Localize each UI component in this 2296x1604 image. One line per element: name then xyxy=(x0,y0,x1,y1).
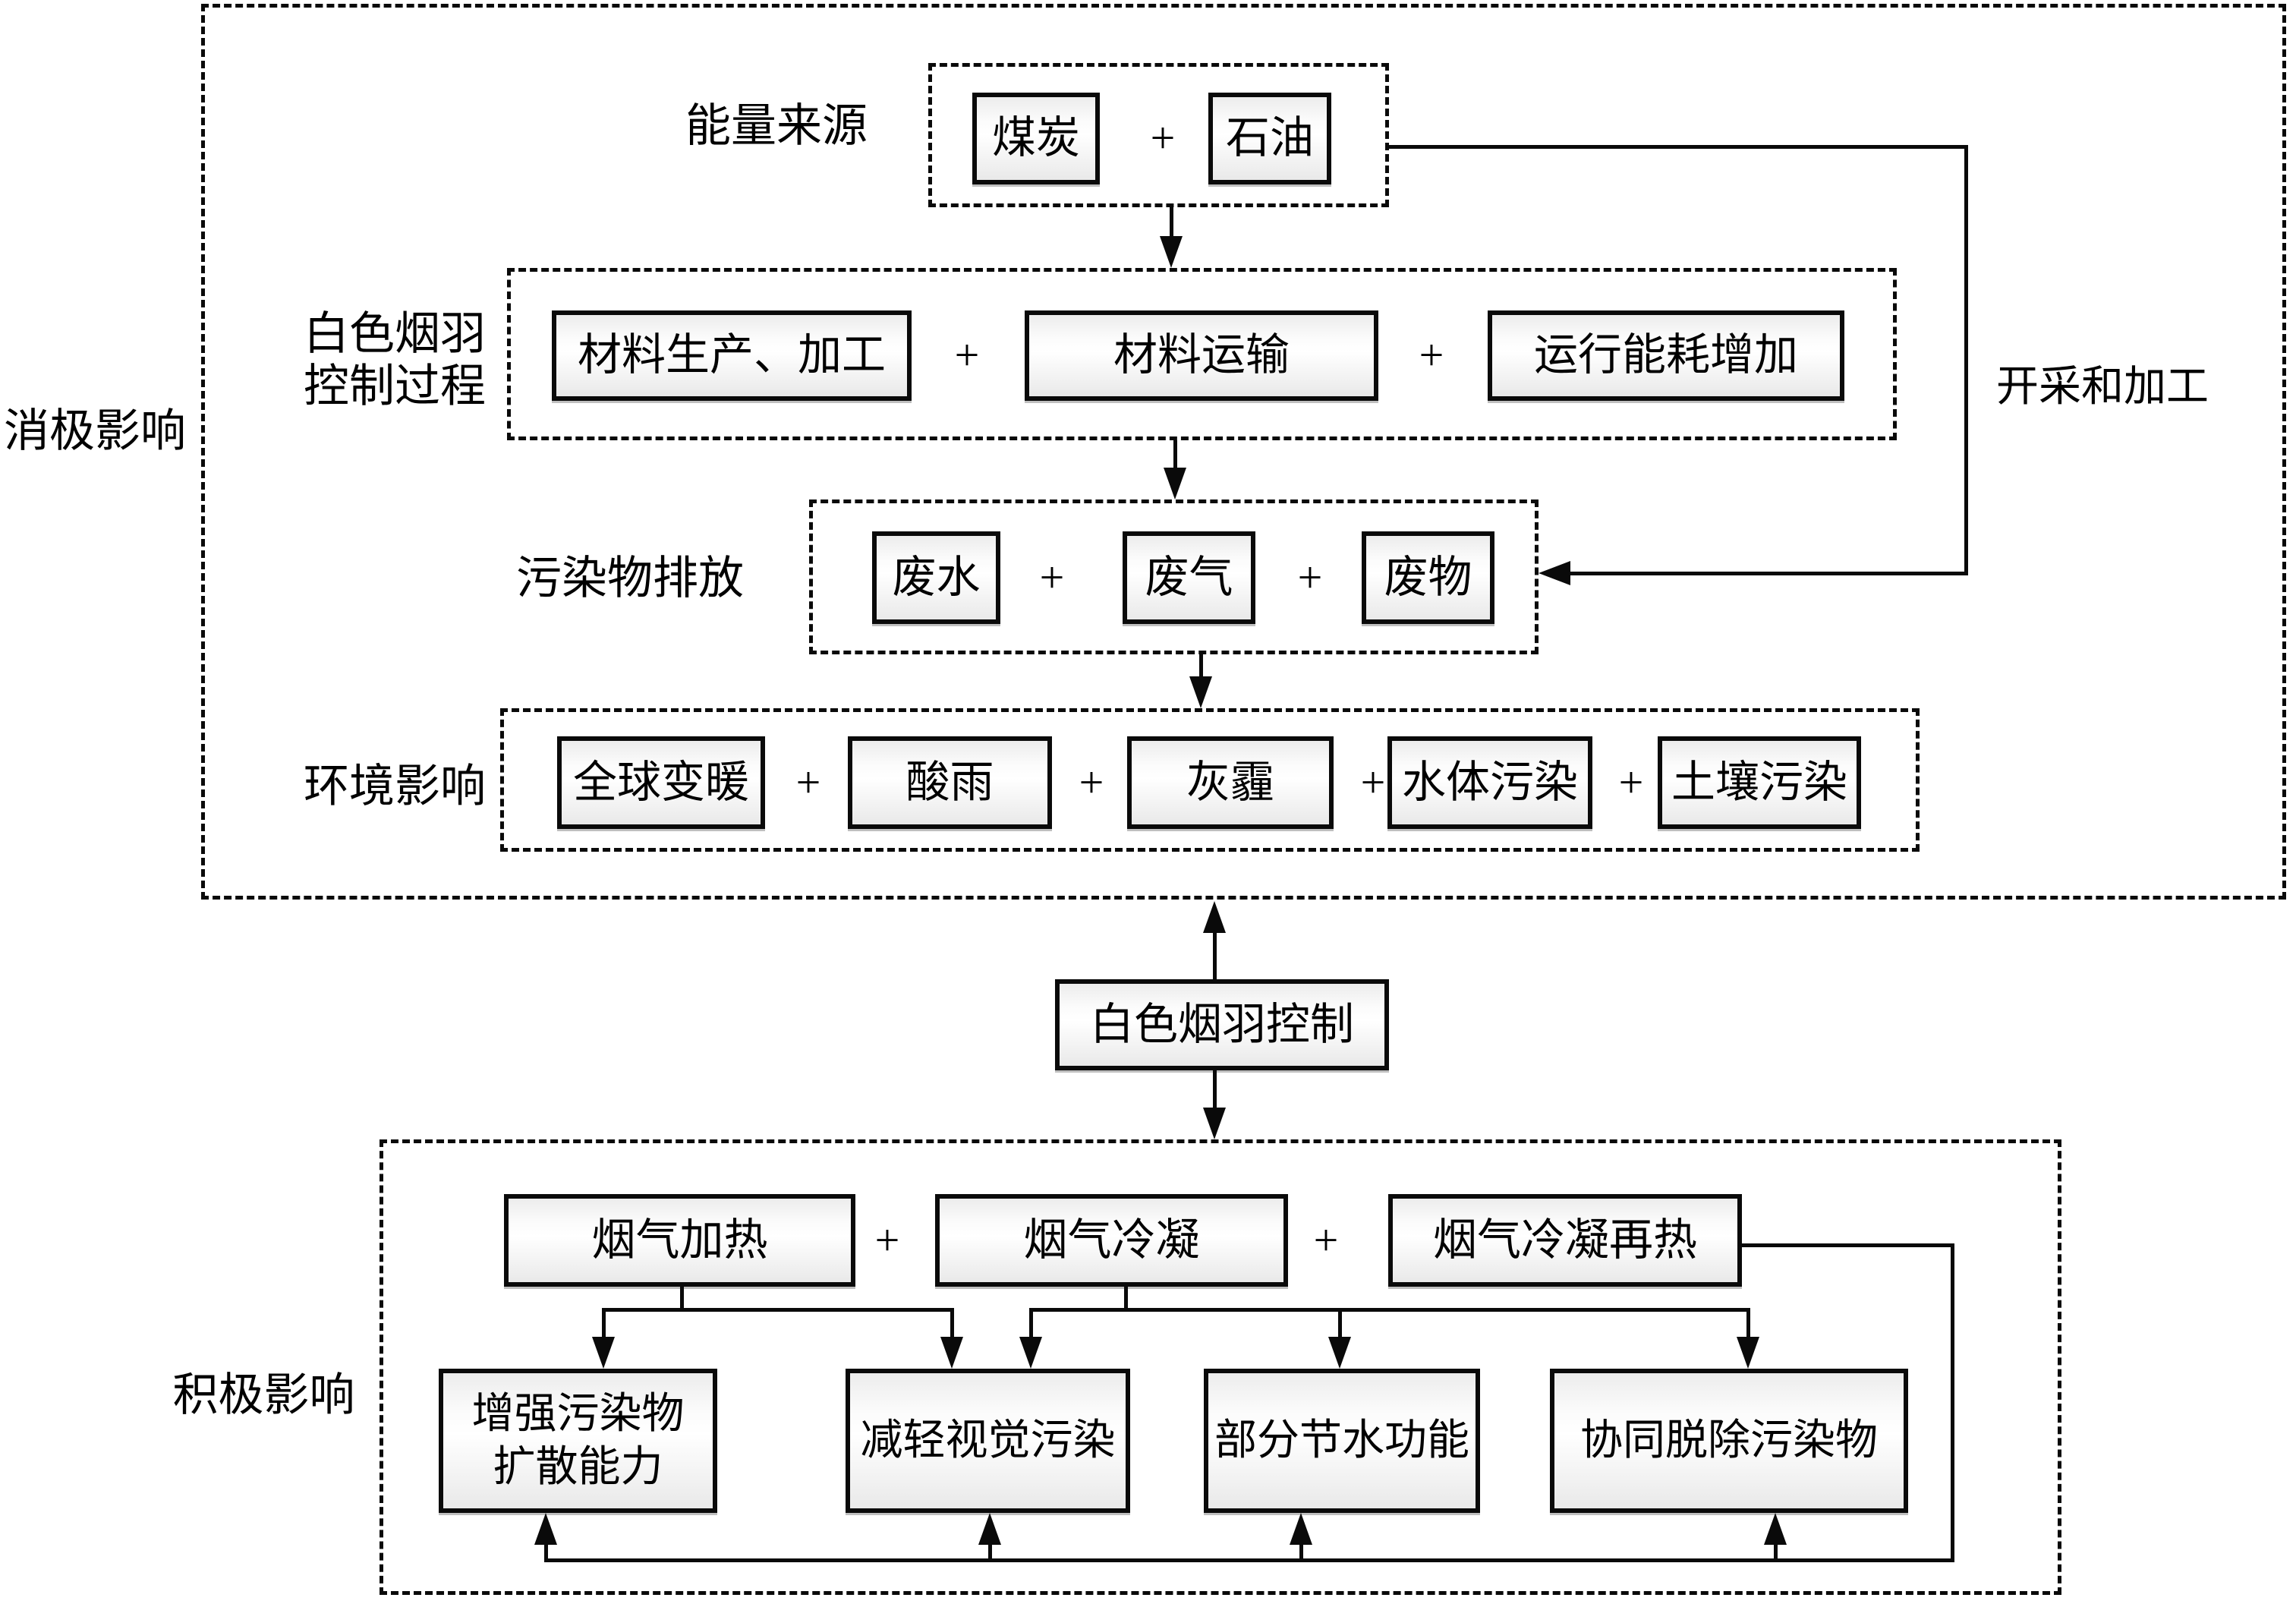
connector-heating-to-effect1 xyxy=(602,1308,606,1340)
environment-row-label: 环境影响 xyxy=(304,761,486,811)
negative-impact-section-label: 消极影响 xyxy=(4,406,186,456)
connector-feedback-to-effect4 xyxy=(1774,1542,1778,1560)
connector-feedback-to-effect1 xyxy=(544,1542,548,1560)
plus-sign: + xyxy=(1360,758,1386,807)
connector-condensation-stem xyxy=(1124,1287,1128,1311)
negative-impact-section-frame xyxy=(201,4,2286,900)
node-material-transport: 材料运输 xyxy=(1025,310,1378,401)
connector-condensation-to-effect2 xyxy=(1029,1308,1033,1340)
connector-reheating-side xyxy=(1951,1243,1954,1562)
plus-sign: + xyxy=(1618,758,1644,807)
node-solid-waste: 废物 xyxy=(1362,531,1494,624)
node-flue-gas-heating: 烟气加热 xyxy=(504,1194,855,1287)
arrow-down-icon xyxy=(1203,1108,1226,1139)
plus-sign: + xyxy=(1039,553,1065,602)
node-enhance-dispersion: 增强污染物 扩散能力 xyxy=(439,1369,717,1513)
arrow-up-icon xyxy=(1764,1513,1787,1545)
arrow-down-icon xyxy=(1328,1337,1351,1369)
process-row-label: 白色烟羽 控制过程 xyxy=(292,308,497,413)
connector-condensation-branch xyxy=(1029,1308,1750,1312)
node-condensation-reheating: 烟气冷凝再热 xyxy=(1388,1194,1742,1287)
node-water-pollution: 水体污染 xyxy=(1387,736,1592,829)
connector-energy-to-process xyxy=(1170,207,1173,241)
emission-group-frame xyxy=(809,499,1539,654)
node-reduce-visual-pollution: 减轻视觉污染 xyxy=(846,1369,1130,1513)
node-flue-gas-condensation: 烟气冷凝 xyxy=(935,1194,1288,1287)
connector-condensation-to-effect4 xyxy=(1746,1308,1750,1340)
arrow-down-icon xyxy=(940,1337,963,1369)
connector-heating-branch xyxy=(602,1308,954,1312)
node-oil: 石油 xyxy=(1208,93,1331,184)
plus-sign: + xyxy=(1419,330,1444,380)
arrow-up-icon xyxy=(1203,901,1226,933)
arrow-up-icon xyxy=(534,1513,557,1545)
positive-impact-section-frame xyxy=(380,1139,2061,1595)
connector-emission-to-environment xyxy=(1199,654,1203,681)
connector-mining-top xyxy=(1389,145,1968,149)
connector-mining-side xyxy=(1964,145,1968,575)
node-wastewater: 废水 xyxy=(872,531,1000,624)
plus-sign: + xyxy=(1150,113,1176,162)
process-row-label-line1: 白色烟羽 xyxy=(304,309,486,359)
arrow-up-icon xyxy=(978,1513,1001,1545)
node-white-plume-control: 白色烟羽控制 xyxy=(1055,979,1389,1070)
connector-reheating-out xyxy=(1742,1243,1954,1247)
node-soil-pollution: 土壤污染 xyxy=(1658,736,1861,829)
connector-feedback-to-effect2 xyxy=(988,1542,992,1560)
arrow-left-icon xyxy=(1539,561,1570,585)
connector-reheating-bottom xyxy=(544,1558,1954,1562)
node-global-warming: 全球变暖 xyxy=(557,736,765,829)
connector-feedback-to-effect3 xyxy=(1299,1542,1303,1560)
connector-heating-to-effect2 xyxy=(950,1308,954,1340)
energy-source-group-frame xyxy=(928,63,1389,207)
process-group-frame xyxy=(507,268,1897,440)
connector-condensation-to-effect3 xyxy=(1338,1308,1342,1340)
node-synergistic-removal: 协同脱除污染物 xyxy=(1550,1369,1908,1513)
arrow-down-icon xyxy=(1019,1337,1042,1369)
plus-sign: + xyxy=(1313,1215,1339,1265)
node-water-saving: 部分节水功能 xyxy=(1204,1369,1480,1513)
enhance-dispersion-line1: 增强污染物 xyxy=(471,1391,685,1438)
environment-group-frame xyxy=(500,708,1920,852)
node-coal: 煤炭 xyxy=(972,93,1100,184)
enhance-dispersion-line2: 扩散能力 xyxy=(493,1444,663,1491)
node-acid-rain: 酸雨 xyxy=(848,736,1052,829)
arrow-down-icon xyxy=(1164,468,1186,499)
arrow-down-icon xyxy=(1160,236,1183,268)
node-material-production: 材料生产、加工 xyxy=(552,310,912,401)
connector-process-to-emission xyxy=(1173,440,1177,471)
arrow-down-icon xyxy=(592,1337,615,1369)
arrow-down-icon xyxy=(1189,676,1212,708)
energy-source-label: 能量来源 xyxy=(685,101,868,151)
mining-processing-label: 开采和加工 xyxy=(1996,364,2209,411)
node-waste-gas: 废气 xyxy=(1123,531,1255,624)
arrow-down-icon xyxy=(1737,1337,1759,1369)
plus-sign: + xyxy=(874,1215,900,1265)
positive-impact-section-label: 积极影响 xyxy=(172,1370,355,1420)
plus-sign: + xyxy=(1297,553,1323,602)
plus-sign: + xyxy=(795,758,821,807)
node-haze: 灰霾 xyxy=(1127,736,1334,829)
enhance-dispersion-text: 增强污染物 扩散能力 xyxy=(472,1388,685,1494)
plus-sign: + xyxy=(1079,758,1104,807)
connector-heating-stem xyxy=(680,1287,684,1311)
connector-mining-into-emission xyxy=(1567,572,1968,575)
connector-control-to-negative xyxy=(1213,928,1217,979)
node-energy-consumption-increase: 运行能耗增加 xyxy=(1488,310,1844,401)
emission-row-label: 污染物排放 xyxy=(516,553,744,603)
plus-sign: + xyxy=(954,330,980,380)
connector-control-to-positive xyxy=(1213,1070,1217,1111)
arrow-up-icon xyxy=(1290,1513,1312,1545)
process-row-label-line2: 控制过程 xyxy=(304,361,486,411)
